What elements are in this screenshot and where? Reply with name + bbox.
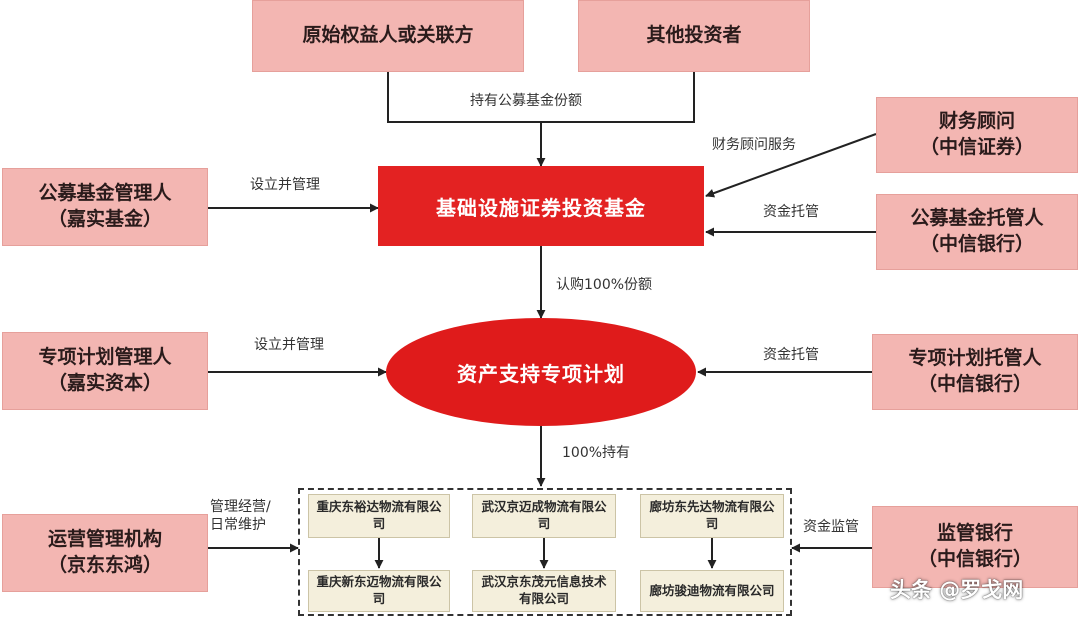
- custody-label-1: 资金托管: [763, 204, 819, 220]
- company-col2-top: 武汉京迈成物流有限公司: [472, 494, 616, 538]
- fund-custodian-entity: （中信银行）: [919, 233, 1034, 255]
- company-col1-bottom: 重庆新东迈物流有限公司: [308, 570, 450, 612]
- hold-shares-label: 持有公募基金份额: [470, 93, 582, 109]
- company-col2-bottom: 武汉京东茂元信息技术有限公司: [472, 570, 616, 612]
- plan-manager-role: 专项计划管理人: [38, 346, 172, 369]
- fund-manager-entity: （嘉实基金）: [47, 208, 162, 230]
- fund-manager-box: 公募基金管理人 （嘉实基金）: [2, 168, 208, 246]
- watermark: 头条 @罗戈网: [890, 578, 1024, 602]
- financial-advisor-box: 财务顾问 （中信证券）: [876, 97, 1078, 173]
- fund-custodian-box: 公募基金托管人 （中信银行）: [876, 194, 1078, 270]
- fund-manager-role: 公募基金管理人: [38, 182, 172, 205]
- fund-supervision-label: 资金监管: [803, 519, 859, 535]
- custody-label-2: 资金托管: [763, 347, 819, 363]
- operate-maintain-label: 管理经营/ 日常维护: [210, 498, 271, 534]
- company-col3-bottom: 廊坊骏迪物流有限公司: [640, 570, 784, 612]
- hold-100-label: 100%持有: [562, 445, 631, 461]
- fund-custodian-role: 公募基金托管人: [910, 207, 1044, 230]
- fund-name: 基础设施证券投资基金: [436, 195, 646, 220]
- other-investors-box: 其他投资者: [578, 0, 810, 72]
- plan-manager-box: 专项计划管理人 （嘉实资本）: [2, 332, 208, 410]
- plan-name: 资产支持专项计划: [457, 361, 625, 386]
- project-companies-group: [298, 488, 792, 616]
- advisor-service-label: 财务顾问服务: [712, 137, 796, 153]
- operator-box: 运营管理机构 （京东东鸿）: [2, 514, 208, 592]
- operate-maintain-line2: 日常维护: [210, 517, 266, 534]
- public-infrastructure-fund-box: 基础设施证券投资基金: [378, 166, 704, 246]
- other-investors-label: 其他投资者: [646, 24, 742, 47]
- financial-advisor-role: 财务顾问: [938, 110, 1015, 133]
- original-holder-box: 原始权益人或关联方: [252, 0, 524, 72]
- operate-maintain-line1: 管理经营/: [210, 499, 271, 515]
- plan-manager-entity: （嘉实资本）: [47, 372, 162, 394]
- setup-manage-label-2: 设立并管理: [254, 337, 324, 353]
- plan-custodian-role: 专项计划托管人: [908, 347, 1042, 370]
- advisor-arrow: [705, 133, 877, 198]
- supervising-bank-entity: （中信银行）: [917, 548, 1032, 570]
- original-holder-label: 原始权益人或关联方: [302, 24, 474, 47]
- setup-manage-label-1: 设立并管理: [250, 177, 320, 193]
- supervising-bank-role: 监管银行: [936, 522, 1013, 545]
- financial-advisor-entity: （中信证券）: [919, 136, 1034, 158]
- asset-backed-plan-ellipse: 资产支持专项计划: [386, 318, 696, 426]
- plan-custodian-entity: （中信银行）: [917, 373, 1032, 395]
- company-col1-top: 重庆东裕达物流有限公司: [308, 494, 450, 538]
- company-col3-top: 廊坊东先达物流有限公司: [640, 494, 784, 538]
- plan-custodian-box: 专项计划托管人 （中信银行）: [872, 334, 1078, 410]
- subscribe-label: 认购100%份额: [556, 277, 653, 293]
- supervising-bank-box: 监管银行 （中信银行）: [872, 506, 1078, 588]
- operator-role: 运营管理机构: [47, 528, 162, 551]
- operator-entity: （京东东鸿）: [47, 554, 162, 576]
